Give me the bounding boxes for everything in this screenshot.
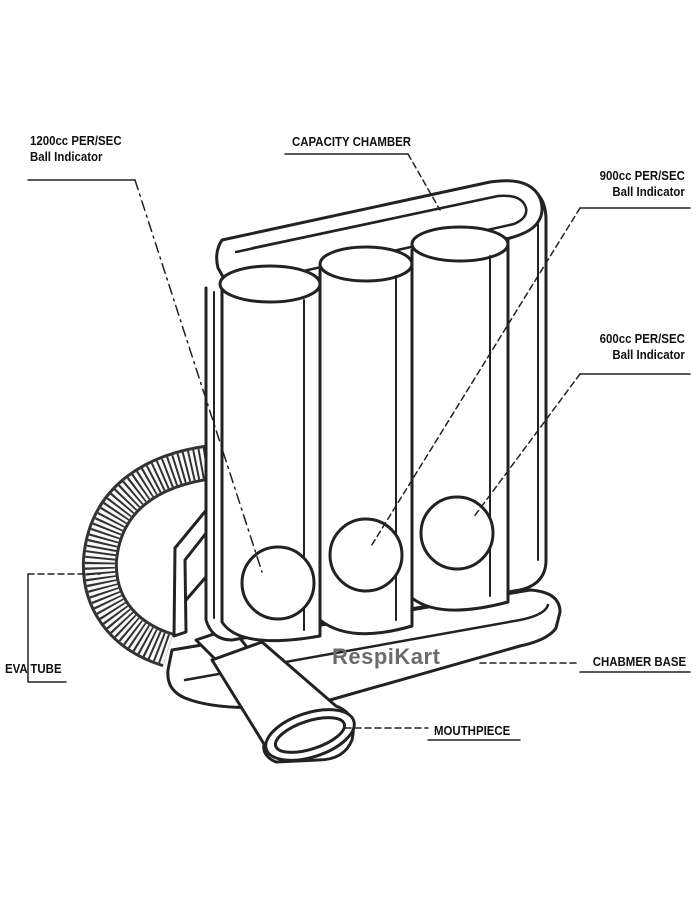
label-900cc-ball-indicator: 900cc PER/SEC Ball Indicator xyxy=(600,168,685,200)
brand-logo-text: RespiKart xyxy=(332,644,441,669)
leader-1200 xyxy=(134,179,263,573)
leader-600 xyxy=(472,373,581,519)
label-600cc-line1: 600cc PER/SEC xyxy=(599,331,685,346)
label-1200cc-line2: Ball Indicator xyxy=(30,149,103,164)
label-eva-tube: EVA TUBE xyxy=(5,661,62,676)
label-600cc-line2: Ball Indicator xyxy=(612,347,685,362)
label-900cc-line2: Ball Indicator xyxy=(612,184,685,199)
ball-indicator-1200 xyxy=(240,545,316,621)
leader-eva-underline xyxy=(27,573,67,683)
leader-capacity xyxy=(407,153,441,211)
label-1200cc-ball-indicator: 1200cc PER/SEC Ball Indicator xyxy=(30,133,122,165)
mouthpiece-illustration xyxy=(194,626,356,764)
label-600cc-ball-indicator: 600cc PER/SEC Ball Indicator xyxy=(600,331,685,363)
ball-indicator-900 xyxy=(328,517,404,593)
leader-lines xyxy=(27,153,691,741)
label-capacity-chamber: CAPACITY CHAMBER xyxy=(292,134,412,149)
ball-indicator-600 xyxy=(419,495,495,571)
label-mouthpiece: MOUTHPIECE xyxy=(434,723,511,738)
eva-tube-illustration xyxy=(81,444,215,668)
label-900cc-line1: 900cc PER/SEC xyxy=(599,168,685,183)
label-chamber-base: CHABMER BASE xyxy=(592,654,686,669)
label-1200cc-line1: 1200cc PER/SEC xyxy=(30,133,122,148)
leader-900 xyxy=(369,207,581,549)
